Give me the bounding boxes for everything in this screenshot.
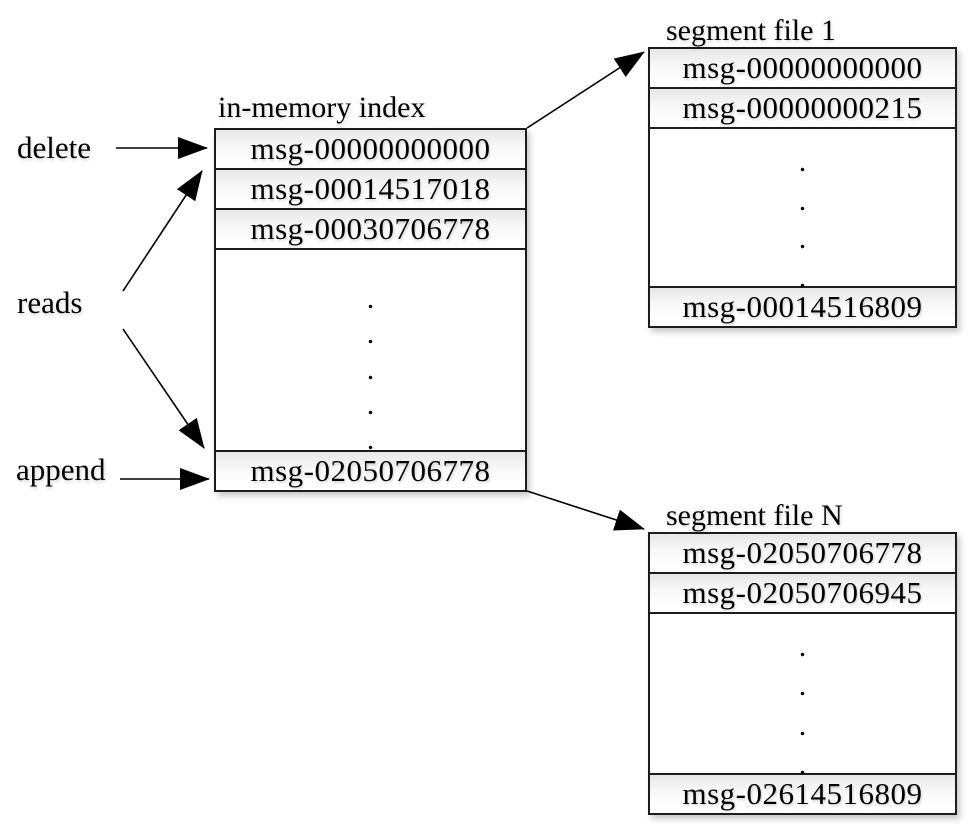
segmentN-title: segment file N <box>666 499 843 532</box>
ellipsis-dot: . <box>366 317 375 351</box>
segmentN-ellipsis: . . . . <box>650 614 955 781</box>
index-row: msg-00014517018 <box>216 170 525 210</box>
ellipsis-dot: . <box>798 747 807 781</box>
ellipsis-dot: . <box>798 260 807 294</box>
segment1-row: msg-00000000215 <box>650 89 955 129</box>
segmentN-last-row: msg-02614516809 <box>650 775 955 813</box>
index-ellipsis: . . . . . <box>216 250 525 456</box>
ellipsis-dot: . <box>366 387 375 421</box>
segmentN-row: msg-02050706778 <box>650 534 955 574</box>
ellipsis-dot: . <box>798 222 807 256</box>
in-memory-index-box: msg-00000000000 msg-00014517018 msg-0003… <box>214 128 527 492</box>
index-last-row: msg-02050706778 <box>216 452 525 490</box>
segmentN-row: msg-02050706945 <box>650 574 955 614</box>
index-row: msg-00000000000 <box>216 130 525 170</box>
segment-file-1-box: msg-00000000000 msg-00000000215 . . . . … <box>648 47 957 328</box>
reads-arrow-down <box>122 328 205 449</box>
reads-label: reads <box>17 285 83 320</box>
index-to-segmentN-arrow <box>526 490 645 531</box>
reads-arrow-up <box>122 170 203 292</box>
segment1-ellipsis: . . . . <box>650 129 955 294</box>
segment1-last-row: msg-00014516809 <box>650 288 955 326</box>
ellipsis-dot: . <box>798 183 807 217</box>
index-title: in-memory index <box>218 91 426 124</box>
ellipsis-dot: . <box>366 352 375 386</box>
append-label: append <box>16 452 106 487</box>
segment1-title: segment file 1 <box>666 14 836 47</box>
ellipsis-dot: . <box>798 708 807 742</box>
segment1-row: msg-00000000000 <box>650 49 955 89</box>
index-to-segment1-arrow <box>526 51 645 129</box>
segment-file-n-box: msg-02050706778 msg-02050706945 . . . . … <box>648 532 957 815</box>
ellipsis-dot: . <box>798 145 807 178</box>
ellipsis-dot: . <box>366 423 375 456</box>
ellipsis-dot: . <box>798 630 807 663</box>
index-row: msg-00030706778 <box>216 210 525 250</box>
ellipsis-dot: . <box>798 669 807 703</box>
delete-label: delete <box>17 130 92 165</box>
ellipsis-dot: . <box>366 282 375 315</box>
